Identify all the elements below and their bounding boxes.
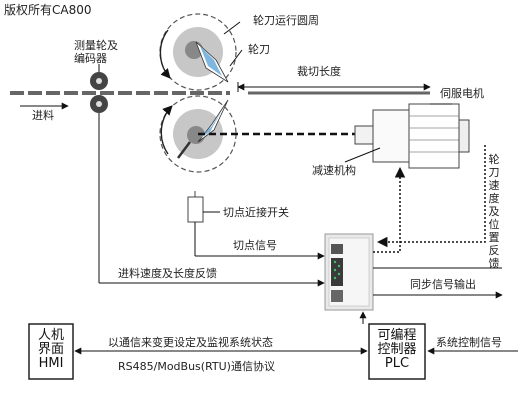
servo-drive-icon bbox=[324, 233, 374, 311]
servo-motor-icon bbox=[354, 103, 470, 169]
protocol-label: RS485/ModBus(RTU)通信协议 bbox=[118, 360, 275, 373]
cut-length-dimension bbox=[237, 82, 431, 92]
system-signal-label: 系统控制信号 bbox=[436, 336, 502, 349]
upper-rotary-blade-icon bbox=[159, 13, 237, 91]
measuring-wheel-label: 测量轮及 编码器 bbox=[74, 39, 118, 65]
proximity-switch-label: 切点近接开关 bbox=[223, 206, 289, 219]
hmi-box-label: 人机 界面 HMI bbox=[37, 328, 64, 371]
cut-length-label: 裁切长度 bbox=[297, 65, 341, 78]
measuring-wheel-icon bbox=[90, 72, 108, 113]
cut-signal-label: 切点信号 bbox=[233, 239, 277, 252]
feed-feedback-label: 进料速度及长度反馈 bbox=[118, 267, 217, 280]
drive-to-motor-link bbox=[373, 166, 406, 253]
blade-feedback-arrow bbox=[376, 145, 486, 248]
communication-label: 以通信来变更设定及监视系统状态 bbox=[108, 336, 273, 349]
blade-feedback-label: 轮刀速度及位置反馈 bbox=[488, 153, 500, 270]
blade-circle-label: 轮刀运行圆周 bbox=[253, 14, 319, 27]
reducer-label: 减速机构 bbox=[312, 164, 356, 177]
sync-output-label: 同步信号输出 bbox=[410, 278, 476, 291]
plc-box bbox=[368, 323, 426, 380]
blade-label-leaders bbox=[223, 21, 243, 67]
proximity-switch-icon bbox=[187, 191, 204, 223]
hmi-box bbox=[28, 323, 74, 380]
servo-motor-label: 伺服电机 bbox=[440, 87, 484, 100]
feed-label: 进料 bbox=[32, 109, 54, 122]
reducer-leader bbox=[344, 147, 381, 163]
watermark-text: 版权所有CA800 bbox=[4, 3, 92, 17]
blade-label: 轮刀 bbox=[248, 43, 270, 56]
plc-box-label: 可编程 控制器 PLC bbox=[377, 328, 417, 371]
